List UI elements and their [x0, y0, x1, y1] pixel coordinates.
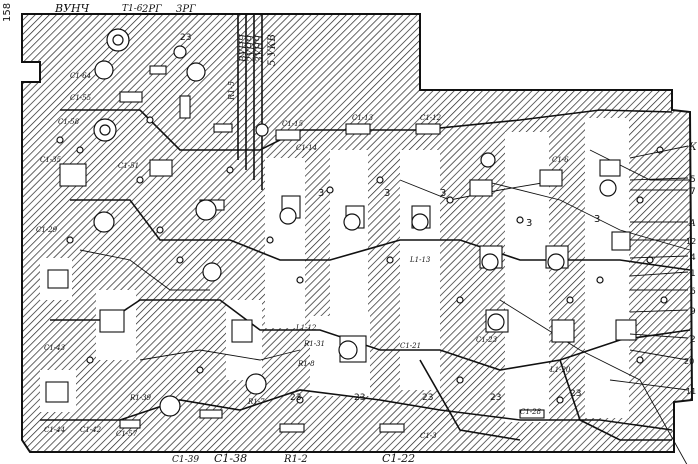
module-digit: 23 [570, 389, 581, 399]
solder-pads [56, 116, 668, 404]
vlabel-2unch: 2УНЧ [247, 34, 257, 63]
vlabel-5ukv: 5 УКВ [267, 34, 278, 66]
comp-label: С1-44 [44, 426, 65, 434]
comp-label: С1-13 [352, 114, 374, 122]
comp-label: С1-42 [80, 426, 102, 434]
comp-label: L1-20 [549, 366, 571, 374]
comp-label: R1-8 [297, 360, 315, 368]
right-label-k: К [688, 142, 697, 153]
comp-label: С1-12 [420, 114, 442, 122]
right-label-20: 20 [684, 357, 694, 366]
top-label-vunch: ВУНЧ [54, 2, 90, 15]
module-digit: 23 [490, 393, 501, 403]
comp-label: С1-6 [552, 156, 569, 164]
comp-label: С1-55 [70, 94, 92, 102]
comp-label: С1-29 [36, 226, 58, 234]
module-digit: 3 [384, 188, 390, 199]
right-label-7: 7 [690, 187, 696, 197]
right-label-12: 12 [686, 237, 696, 246]
comp-label: С1-28 [520, 408, 542, 416]
comp-label: R1-7 [247, 398, 265, 406]
module-digit: 23 [290, 393, 301, 403]
comp-label: С1-3 [420, 432, 437, 440]
bottom-label-r12: R1-2 [283, 454, 308, 464]
vlabel-3unch: 3УНЧ [255, 34, 265, 62]
right-label-1: 1 [690, 269, 696, 279]
right-label-5: 5 [690, 175, 696, 185]
comp-label: С1-64 [70, 72, 91, 80]
module-digit: 3 [440, 188, 446, 199]
comp-label: R1-39 [129, 394, 152, 402]
comp-label: С1-35 [40, 156, 62, 164]
top-label-t16: Т1-6 [122, 4, 143, 14]
module-digit: 3 [526, 218, 532, 229]
bottom-label-c139: С1-39 [172, 455, 199, 464]
comp-label: С1-57 [116, 430, 138, 438]
right-label-6: 6 [690, 287, 696, 297]
module-digit: 3 [318, 188, 324, 199]
comp-label: С1-43 [44, 344, 66, 352]
bottom-label-c138: С1-38 [214, 452, 247, 464]
comp-label: С1-51 [118, 162, 139, 170]
comp-label: С1-58 [58, 118, 80, 126]
comp-label: С1-15 [282, 120, 304, 128]
comp-label: L1-12 [295, 324, 317, 332]
top-label-23: 23 [180, 33, 191, 43]
leader-lines [609, 145, 689, 391]
round-parts [93, 28, 617, 417]
page-marker: 158 [2, 3, 13, 22]
vlabel-r15: R1-5 [227, 81, 236, 101]
top-label-2rg: 2РГ [141, 4, 162, 15]
right-label-a: А [688, 219, 696, 229]
right-label-11: 11 [686, 387, 696, 396]
comp-label: С1-23 [476, 336, 498, 344]
comp-label: L1-13 [409, 256, 431, 264]
right-label-4: 4 [690, 253, 696, 263]
top-label-3rg: 3РГ [176, 4, 196, 15]
right-label-9: 9 [690, 307, 696, 317]
comp-label: С1-14 [296, 144, 317, 152]
comp-label: R1-31 [303, 340, 325, 348]
module-digit: 3 [594, 214, 600, 225]
comp-label: С1-21 [400, 342, 421, 350]
module-digit: 23 [422, 393, 433, 403]
module-digit: 23 [354, 393, 365, 403]
bottom-label-c122: С1-22 [382, 452, 415, 464]
vlabel-vunch: ВУНЧ [239, 33, 249, 63]
right-label-2: 2 [690, 335, 696, 345]
